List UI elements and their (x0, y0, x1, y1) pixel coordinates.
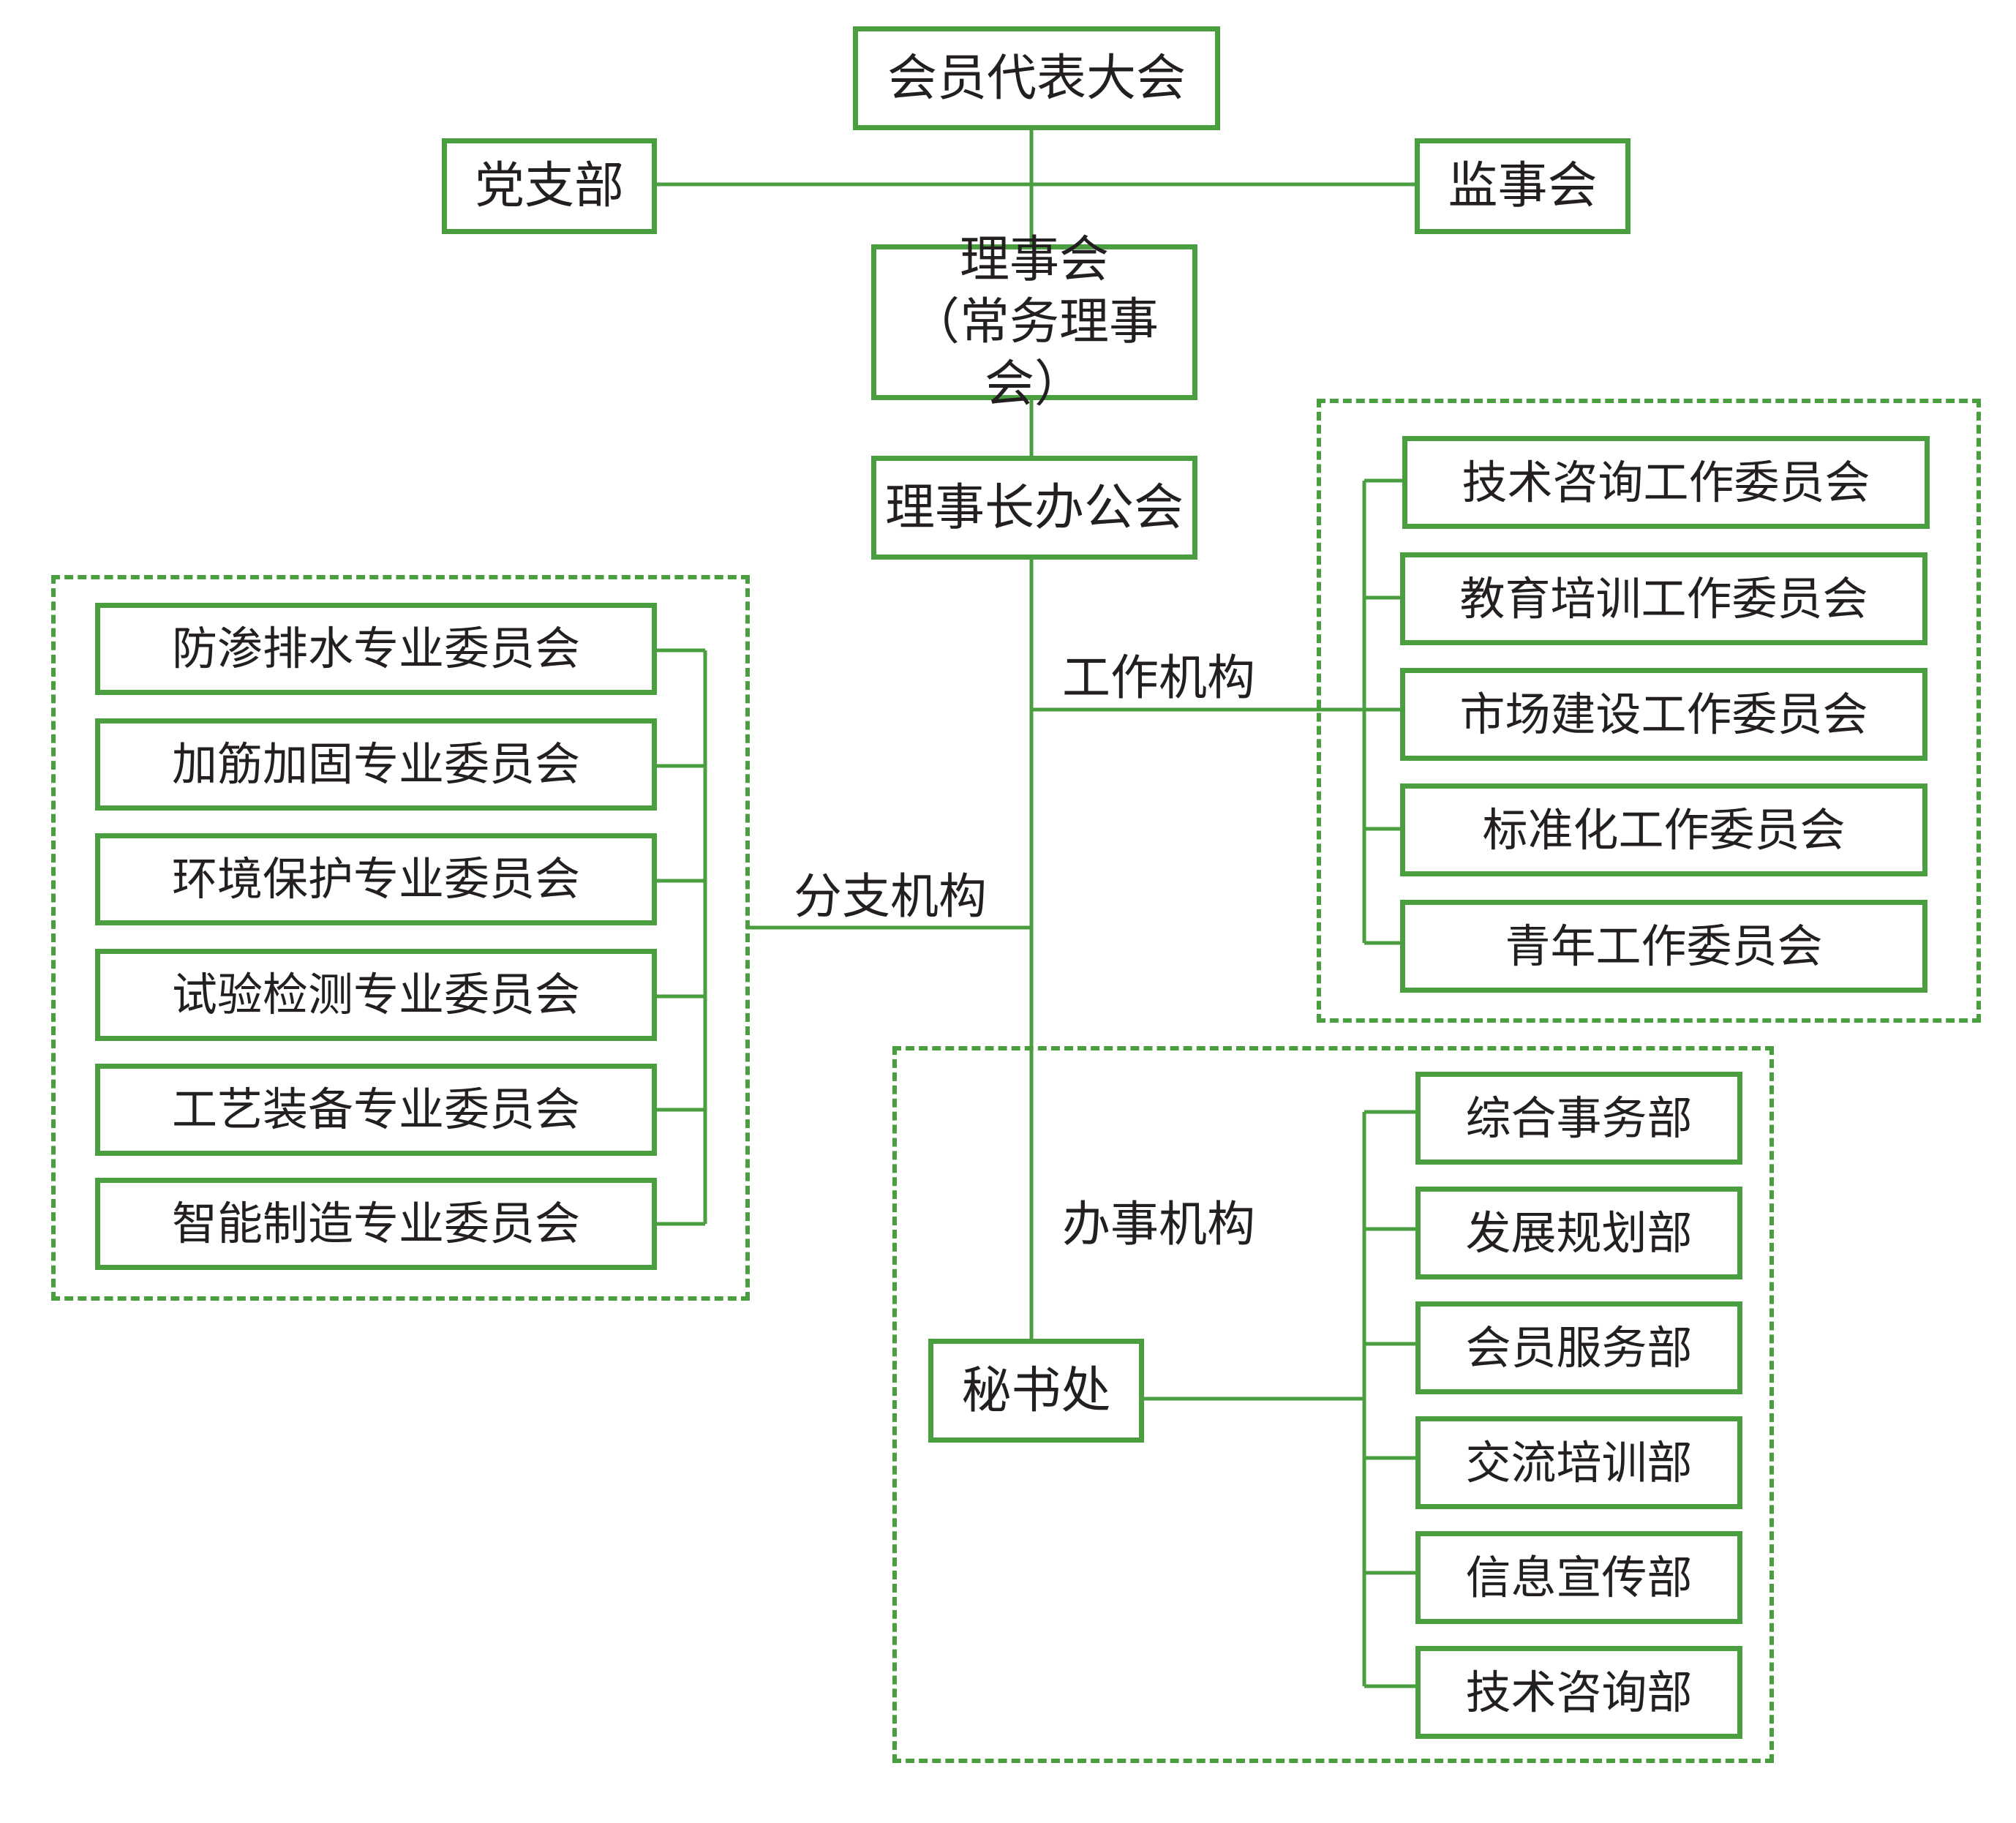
work-committee-box: 标准化工作委员会 (1400, 783, 1927, 876)
department-label: 发展规划部 (1465, 1206, 1693, 1260)
work-committee-box: 青年工作委员会 (1400, 900, 1927, 993)
branch-committee-label: 智能制造专业委员会 (171, 1197, 580, 1251)
council-subtitle: （常务理事会） (909, 293, 1159, 413)
supervisory-board-label: 监事会 (1448, 157, 1598, 215)
party-branch-label: 党支部 (474, 157, 624, 215)
department-label: 技术咨询部 (1465, 1665, 1693, 1719)
office-group-frame (892, 1046, 1774, 1763)
chairman-office-label: 理事长办公会 (884, 478, 1184, 537)
branch-committee-box: 环境保护专业委员会 (95, 833, 657, 925)
work-committee-label: 青年工作委员会 (1505, 919, 1823, 973)
party-branch-box: 党支部 (442, 138, 657, 234)
department-label: 信息宣传部 (1465, 1550, 1693, 1604)
work-group-frame (1317, 399, 1981, 1023)
branch-committee-label: 环境保护专业委员会 (171, 852, 580, 906)
branch-committee-label: 防渗排水专业委员会 (171, 622, 580, 676)
branch-committee-box: 防渗排水专业委员会 (95, 603, 657, 695)
work-committee-label: 教育培训工作委员会 (1459, 571, 1868, 625)
department-box: 发展规划部 (1415, 1187, 1742, 1279)
assembly-label: 会员代表大会 (887, 49, 1186, 108)
chairman-office-box: 理事长办公会 (871, 456, 1197, 560)
assembly-box: 会员代表大会 (853, 26, 1220, 130)
branch-committee-box: 智能制造专业委员会 (95, 1178, 657, 1270)
work-committee-label: 技术咨询工作委员会 (1462, 455, 1870, 509)
work-committee-box: 教育培训工作委员会 (1400, 552, 1927, 645)
secretariat-box: 秘书处 (928, 1339, 1144, 1443)
work-committee-label: 市场建设工作委员会 (1459, 687, 1868, 741)
department-label: 会员服务部 (1465, 1320, 1693, 1375)
work-committee-box: 技术咨询工作委员会 (1402, 436, 1930, 529)
department-box: 综合事务部 (1415, 1072, 1742, 1165)
offices-label: 办事机构 (1062, 1196, 1255, 1252)
council-label: 理事会 (959, 231, 1109, 289)
work-committee-box: 市场建设工作委员会 (1400, 668, 1927, 761)
council-box: 理事会 （常务理事会） (871, 231, 1197, 413)
branch-committee-label: 试验检测专业委员会 (171, 968, 580, 1022)
branch-committee-box: 工艺装备专业委员会 (95, 1064, 657, 1156)
department-box: 会员服务部 (1415, 1301, 1742, 1394)
department-label: 交流培训部 (1465, 1435, 1693, 1489)
working-bodies-label: 工作机构 (1062, 650, 1255, 706)
department-box: 交流培训部 (1415, 1416, 1742, 1509)
branch-committee-box: 试验检测专业委员会 (95, 949, 657, 1041)
secretariat-label: 秘书处 (961, 1361, 1111, 1420)
supervisory-board-box: 监事会 (1415, 138, 1631, 234)
department-box: 技术咨询部 (1415, 1646, 1742, 1739)
department-label: 综合事务部 (1465, 1091, 1693, 1145)
branch-group-frame (51, 575, 750, 1301)
work-committee-label: 标准化工作委员会 (1482, 803, 1846, 857)
branches-label: 分支机构 (794, 868, 987, 925)
branch-committee-box: 加筋加固专业委员会 (95, 718, 657, 811)
branch-committee-label: 工艺装备专业委员会 (171, 1083, 580, 1137)
department-box: 信息宣传部 (1415, 1531, 1742, 1624)
branch-committee-label: 加筋加固专业委员会 (171, 737, 580, 792)
